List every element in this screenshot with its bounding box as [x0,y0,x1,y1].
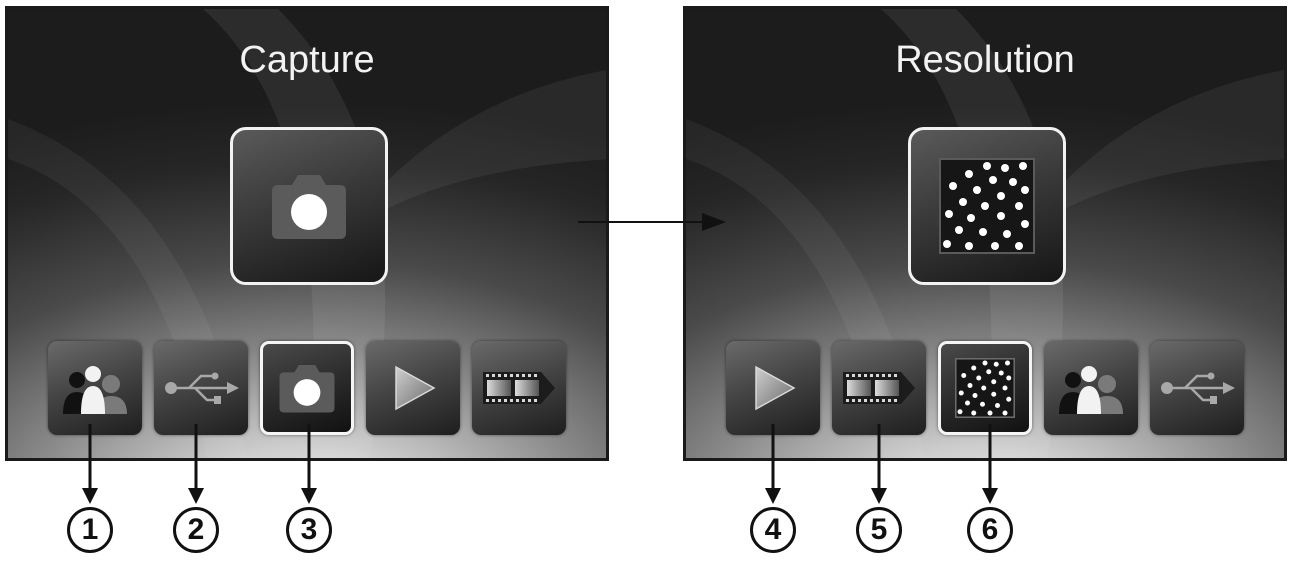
play-icon [395,365,436,411]
resolution-tile[interactable] [938,341,1032,435]
camera-icon [279,364,335,413]
usb-tile[interactable] [1150,341,1244,435]
film-icon [483,372,555,404]
capture-tile[interactable] [260,341,354,435]
usb-icon [165,372,239,404]
camera-icon [272,175,346,239]
callout-2: 2 [173,507,219,553]
usb-tile[interactable] [154,341,248,435]
camera-preview-tile [230,127,388,285]
callout-1: 1 [67,507,113,553]
screen-title: Resolution [895,39,1075,81]
callout-3: 3 [286,507,332,553]
resolution-icon [955,358,1015,418]
callout-6: 6 [967,507,1013,553]
screen-transition-arrow [578,213,726,231]
resolution-preview-tile [908,127,1066,285]
film-icon [843,372,915,404]
user-profiles-tile[interactable] [1044,341,1138,435]
film-tile[interactable] [472,341,566,435]
callout-5: 5 [856,507,902,553]
user-profiles-icon [63,366,127,414]
user-profiles-tile[interactable] [48,341,142,435]
screen-title: Capture [239,39,375,81]
play-icon [755,365,796,411]
playback-tile[interactable] [366,341,460,435]
film-tile[interactable] [832,341,926,435]
callout-arrowheads [82,488,998,504]
callout-lines [88,424,992,490]
playback-tile[interactable] [726,341,820,435]
resolution-icon [939,158,1035,254]
usb-icon [1161,372,1235,404]
user-profiles-icon [1059,366,1123,414]
callout-4: 4 [750,507,796,553]
